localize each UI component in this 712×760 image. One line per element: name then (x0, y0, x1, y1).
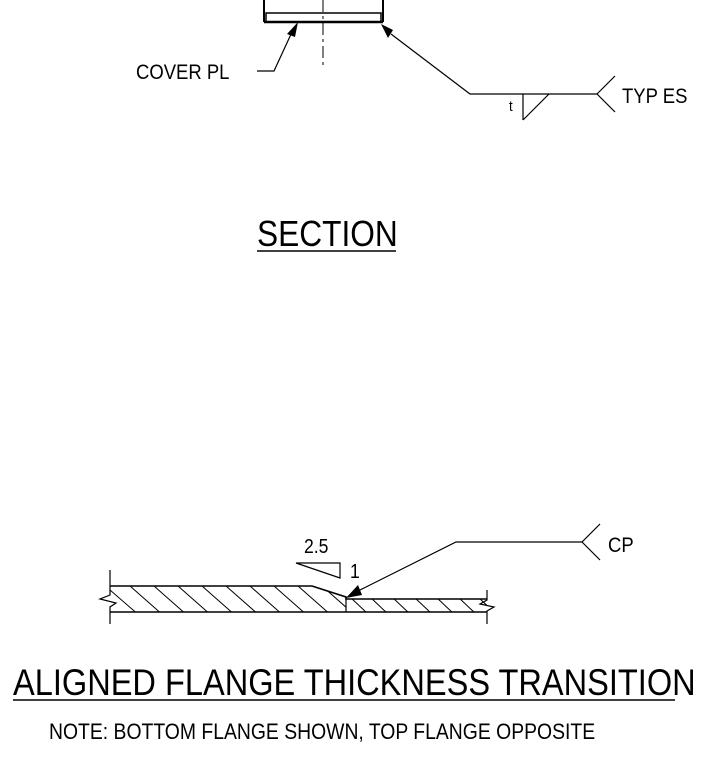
cover-pl-label: COVER PL (136, 61, 230, 84)
cp-label: CP (608, 534, 634, 557)
weld-leader-arrowhead (381, 24, 393, 38)
slope-triangle (295, 562, 341, 579)
transition-note: NOTE: BOTTOM FLANGE SHOWN, TOP FLANGE OP… (49, 719, 596, 744)
slope-run-label: 2.5 (304, 536, 329, 558)
flange-outline (110, 585, 487, 613)
thin-flange-hatch (349, 599, 487, 612)
cover-pl-arrowhead (287, 22, 298, 37)
cp-leader (355, 523, 601, 593)
cover-pl-leader (257, 31, 293, 72)
transition-title: ALIGNED FLANGE THICKNESS TRANSITION (13, 662, 696, 703)
typ-es-label: TYP ES (622, 85, 688, 108)
right-break-line (478, 590, 496, 624)
left-break-line (98, 570, 118, 624)
fillet-weld-symbol (522, 93, 550, 121)
cp-leader-arrowhead (346, 585, 362, 598)
weld-leader (390, 33, 616, 113)
cover-plate (263, 0, 384, 24)
slope-rise-label: 1 (350, 561, 360, 583)
section-title: SECTION (257, 213, 398, 254)
weld-size-label: t (509, 98, 513, 115)
